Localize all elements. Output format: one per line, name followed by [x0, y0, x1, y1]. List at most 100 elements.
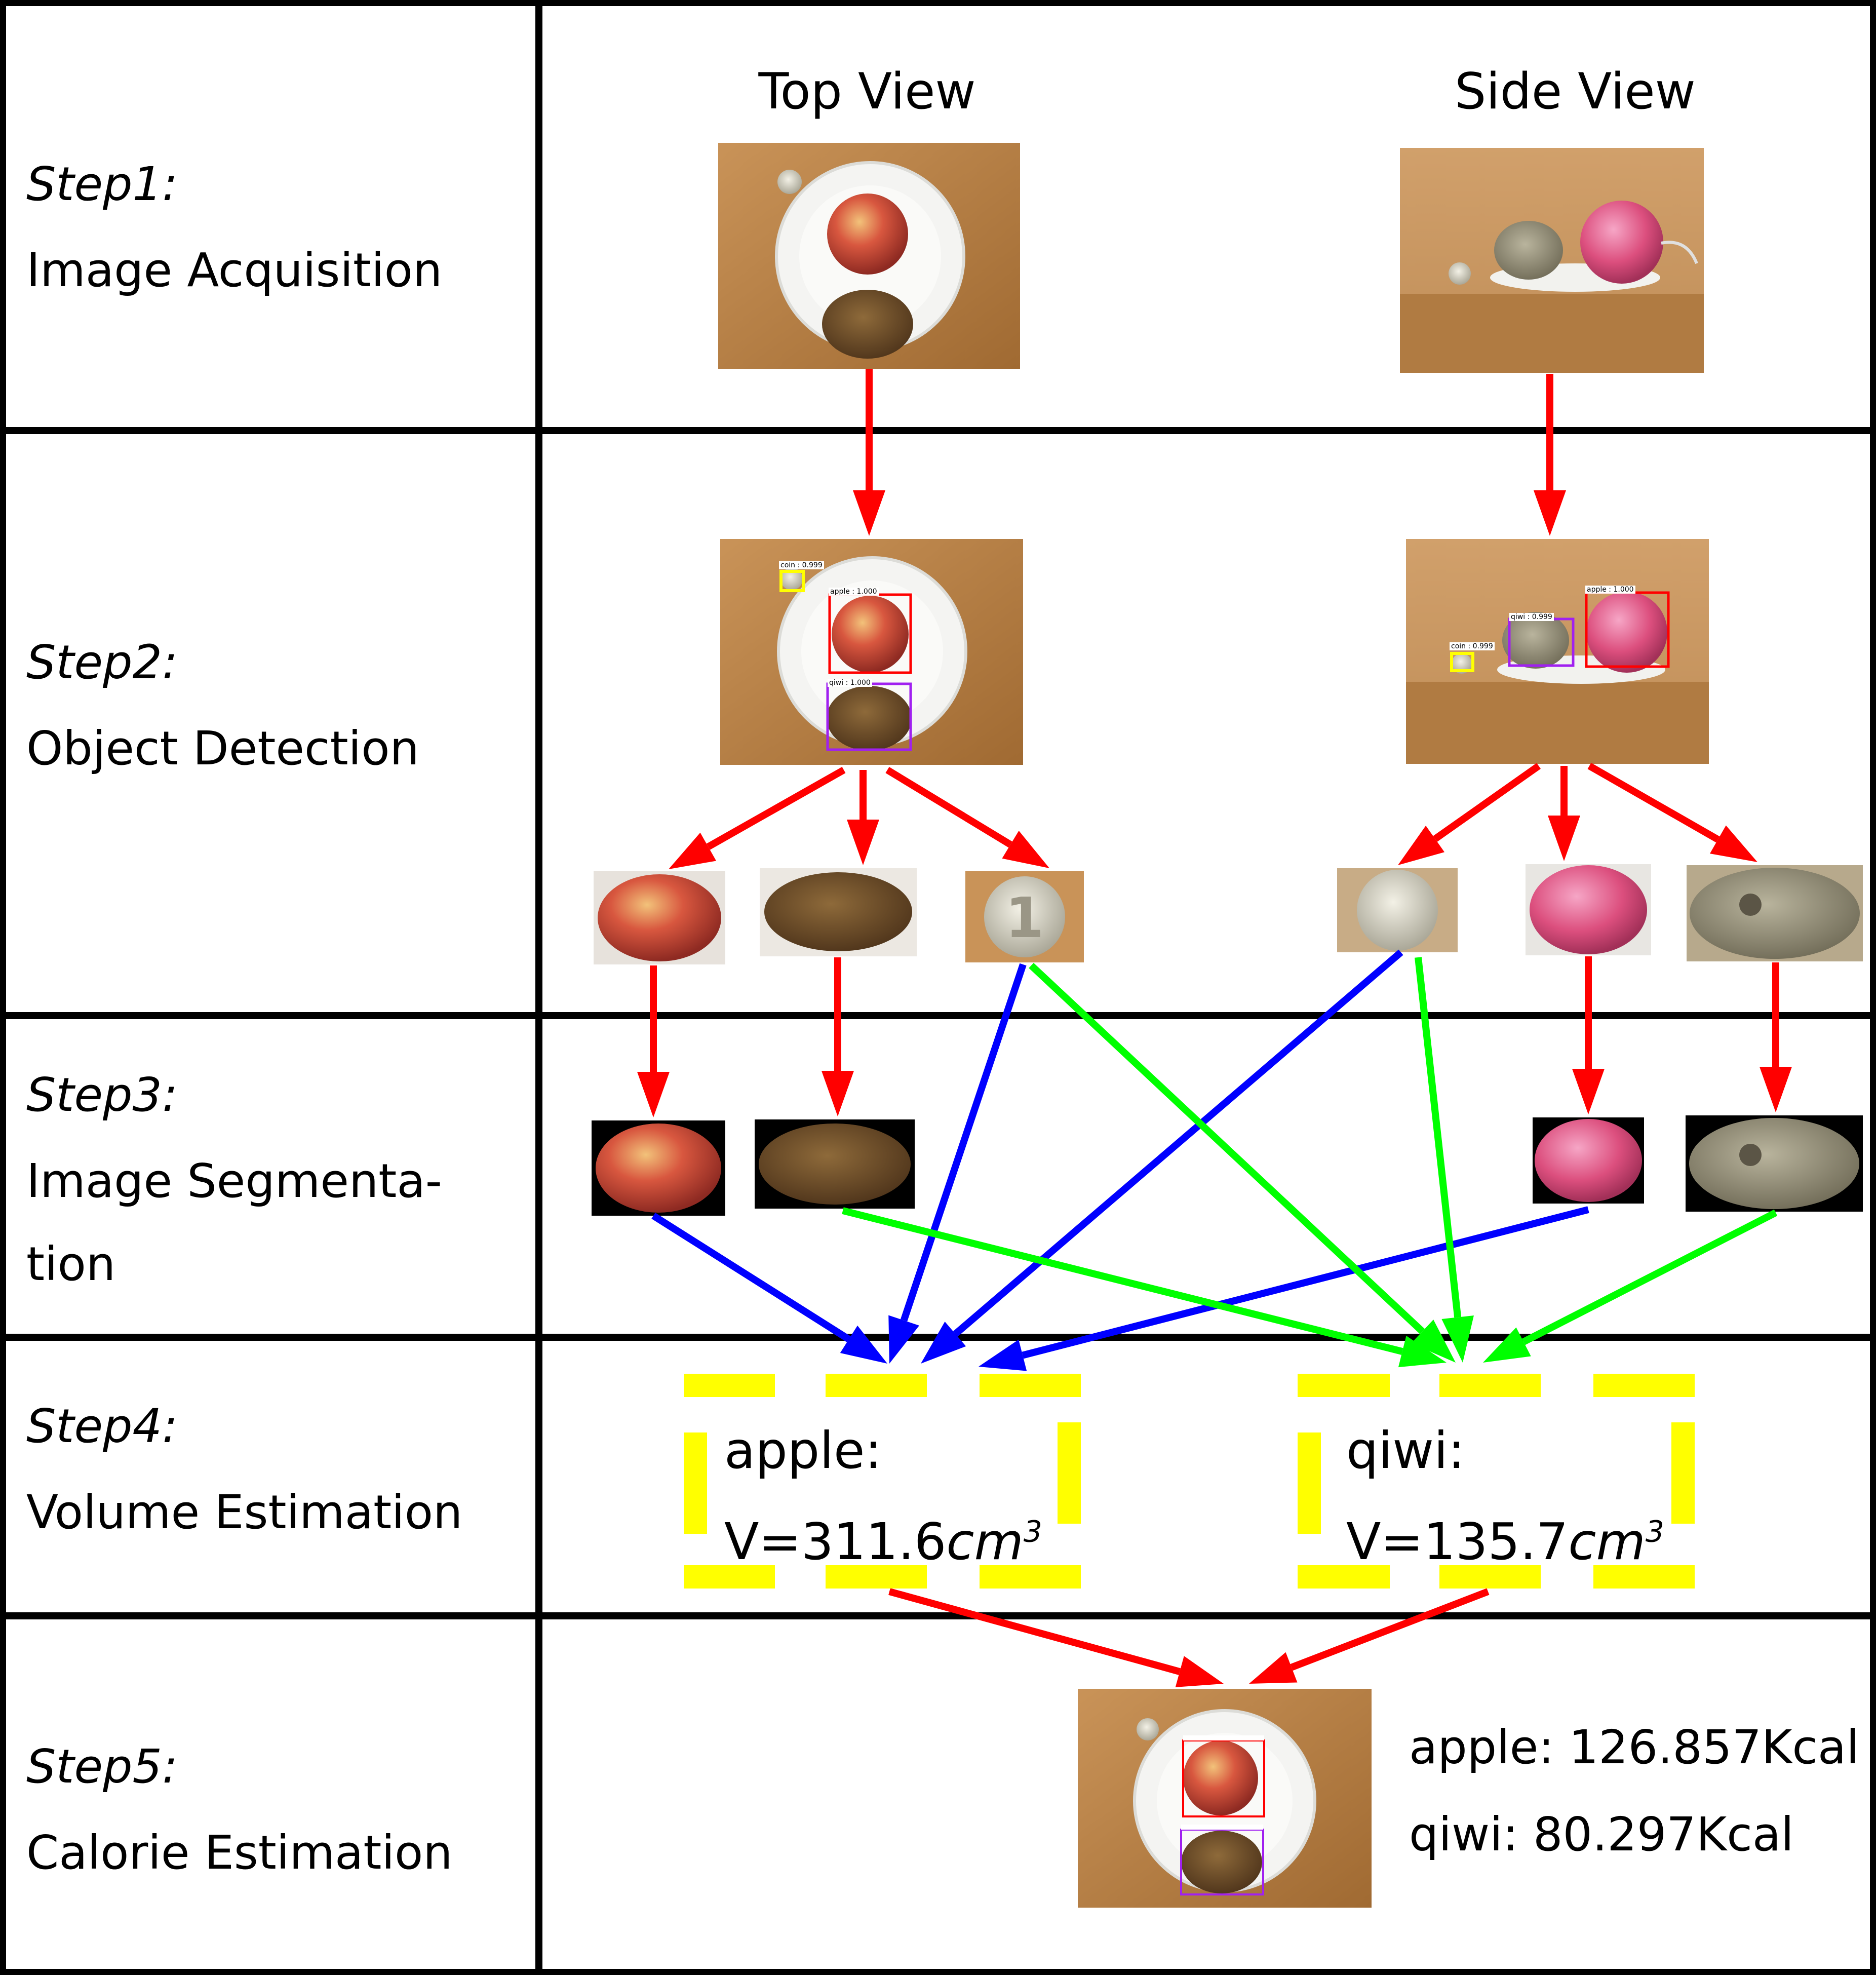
arrow-side-apple-seg-to-apple-volume-head: [979, 1339, 1027, 1371]
top-apple-detection-label: apple : 1.000: [829, 588, 879, 596]
qiwi-volume-prefix: V=135.7: [1346, 1512, 1569, 1571]
step1-name: Step1:: [26, 157, 178, 211]
top-coin-detection-label: coin : 0.999: [779, 561, 824, 569]
apple-volume-unit: cm: [946, 1512, 1024, 1571]
qiwi-volume-label: qiwi:: [1346, 1421, 1465, 1480]
arrow-apple-volume-to-calorie: [888, 1588, 1224, 1687]
arrow-top-to-apple-crop-head: [669, 832, 717, 869]
arrow-side-to-apple-crop-head: [1548, 816, 1580, 861]
arrow-qiwi-volume-to-calorie: [1249, 1588, 1490, 1684]
apple-calorie-text: apple: 126.857Kcal: [1409, 1720, 1859, 1774]
arrow-side-qiwi-seg-to-qiwi-volume: [1483, 1209, 1778, 1363]
step3-desc-line2: tion: [26, 1237, 116, 1291]
arrow-apple-volume-to-calorie-head: [1175, 1656, 1224, 1687]
step2-label: Step2: Object Detection: [26, 639, 419, 772]
step3-label: Step3: Image Segmenta- tion: [26, 1072, 442, 1288]
step1-label: Step1: Image Acquisition: [26, 161, 442, 294]
arrow-side-coin-to-qiwi-volume-shaft: [1415, 957, 1462, 1318]
apple-volume-prefix: V=311.6: [724, 1512, 947, 1571]
arrow-side-to-coin-crop: [1398, 763, 1541, 865]
arrow-top-to-apple-crop-shaft: [706, 766, 846, 850]
arrow-top-to-detection: [853, 369, 885, 536]
arrow-top-coin-to-apple-volume-shaft: [900, 963, 1027, 1322]
crop-side-coin: [1337, 868, 1458, 952]
side-detection-photo: [1406, 539, 1709, 764]
step2-name: Step2:: [26, 635, 178, 689]
seg-top-qiwi: [755, 1119, 915, 1209]
arrow-seg-apple-to-apple-volume-shaft: [651, 1213, 851, 1342]
top-qiwi-detection-label: qiwi : 1.000: [828, 679, 872, 687]
arrow-seg-apple-to-apple-volume-head: [840, 1325, 887, 1364]
seg-side-qiwi: [1686, 1115, 1863, 1212]
arrow-top-coin-to-qiwi-volume: [1029, 962, 1456, 1363]
apple-volume-label: apple:: [724, 1421, 882, 1480]
seg-side-apple: [1533, 1117, 1644, 1204]
crop-side-apple: [1526, 864, 1651, 955]
step4-desc: Volume Estimation: [26, 1485, 463, 1539]
arrow-side-to-detection: [1534, 374, 1566, 536]
arrow-side-to-coin-crop-head: [1398, 825, 1444, 865]
step5-label: Step5: Calorie Estimation: [26, 1744, 453, 1876]
arrow-apple-volume-to-calorie-shaft: [888, 1588, 1181, 1675]
arrow-top-to-qiwi-crop-head: [847, 820, 879, 865]
arrow-qiwi-volume-to-calorie-head: [1249, 1652, 1298, 1684]
top-view-photo: [718, 143, 1020, 369]
apple-volume-box: [684, 1374, 1081, 1589]
arrow-top-to-qiwi-crop: [847, 770, 879, 865]
arrow-qiwi-seg-to-qiwi-volume: [842, 1207, 1447, 1368]
arrow-side-apple-crop-to-seg-head: [1572, 1069, 1605, 1114]
arrow-side-coin-to-apple-volume-shaft: [953, 949, 1403, 1337]
arrow-top-to-detection-head: [853, 490, 885, 536]
step3-name: Step3:: [26, 1068, 178, 1122]
arrow-side-to-coin-crop-shaft: [1433, 763, 1541, 842]
arrow-side-to-detection-head: [1534, 490, 1566, 536]
svg-text:1: 1: [1005, 885, 1044, 950]
arrow-side-coin-to-apple-volume: [921, 949, 1403, 1364]
arrow-seg-apple-to-apple-volume: [651, 1213, 887, 1364]
top-detection-photo: [720, 539, 1023, 765]
arrow-side-apple-seg-to-apple-volume: [979, 1206, 1589, 1371]
qiwi-volume-box: [1298, 1374, 1695, 1589]
apple-volume-exp: 3: [1023, 1514, 1042, 1549]
arrow-top-coin-to-apple-volume-head: [888, 1315, 919, 1364]
arrow-side-apple-seg-to-apple-volume-shaft: [1022, 1206, 1589, 1359]
arrows-layer: [637, 369, 1792, 1687]
apple-volume-value: V=311.6cm3: [724, 1517, 1042, 1567]
arrow-side-coin-to-qiwi-volume: [1415, 957, 1474, 1363]
step5-name: Step5:: [26, 1739, 178, 1794]
side-coin-detection-label: coin : 0.999: [1450, 642, 1495, 650]
arrow-apple-crop-to-seg: [637, 965, 670, 1117]
arrow-top-to-apple-crop: [669, 766, 846, 869]
crop-top-apple: [594, 871, 725, 964]
qiwi-volume-value: V=135.7cm3: [1346, 1517, 1664, 1567]
result-photo: [1078, 1689, 1372, 1908]
arrow-top-to-coin-crop: [885, 767, 1049, 868]
arrow-side-apple-crop-to-seg: [1572, 956, 1605, 1114]
arrow-side-to-qiwi-crop: [1587, 762, 1757, 862]
arrow-side-to-apple-crop: [1548, 766, 1580, 861]
side-view-photo: [1400, 148, 1704, 373]
arrow-side-qiwi-seg-to-qiwi-volume-shaft: [1521, 1209, 1778, 1345]
step4-name: Step4:: [26, 1399, 178, 1453]
arrow-side-coin-to-qiwi-volume-head: [1441, 1315, 1474, 1363]
crop-side-qiwi: [1687, 865, 1863, 961]
step2-desc: Object Detection: [26, 721, 419, 776]
arrow-side-qiwi-seg-to-qiwi-volume-head: [1483, 1327, 1531, 1363]
side-apple-detection-label: apple : 1.000: [1585, 586, 1635, 594]
arrow-qiwi-seg-to-qiwi-volume-head: [1398, 1336, 1447, 1368]
arrow-side-qiwi-crop-to-seg: [1760, 962, 1792, 1112]
arrow-qiwi-crop-to-seg: [822, 957, 854, 1116]
arrow-top-coin-to-qiwi-volume-shaft: [1029, 962, 1425, 1334]
crop-top-coin: 1: [965, 871, 1084, 962]
arrow-side-coin-to-apple-volume-head: [921, 1322, 966, 1364]
arrow-top-coin-to-qiwi-volume-head: [1411, 1320, 1456, 1363]
arrow-top-to-coin-crop-head: [1002, 830, 1049, 868]
arrow-qiwi-crop-to-seg-head: [822, 1071, 854, 1116]
qiwi-volume-unit: cm: [1568, 1512, 1646, 1571]
crop-top-qiwi: [760, 868, 917, 956]
arrow-top-coin-to-apple-volume: [888, 963, 1027, 1364]
step4-label: Step4: Volume Estimation: [26, 1403, 462, 1536]
seg-top-apple: [592, 1120, 725, 1216]
